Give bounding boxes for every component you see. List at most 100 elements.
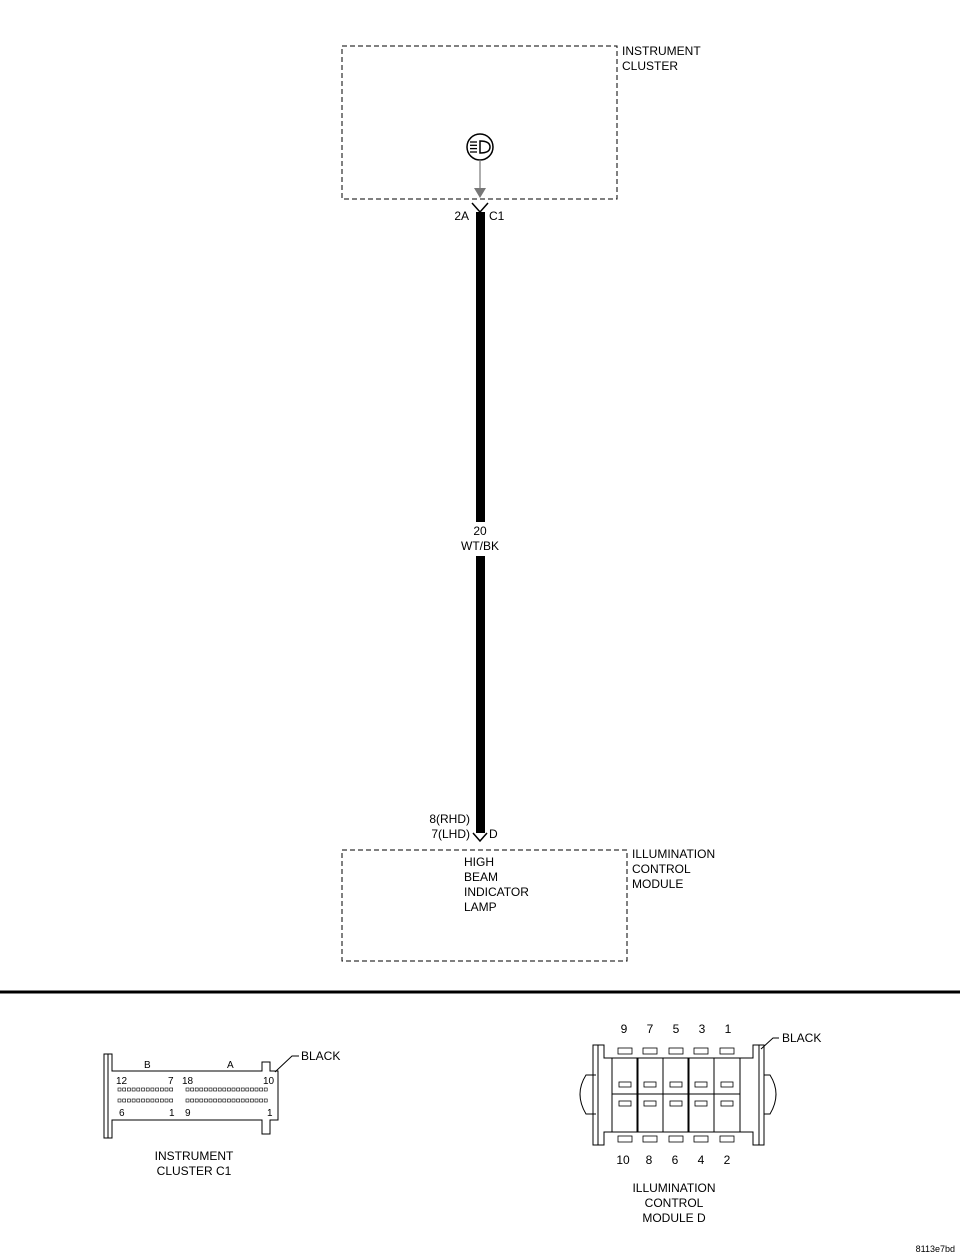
connector-d-bottom-pin-label: 10 (616, 1153, 630, 1167)
instrument-cluster-label-line2: CLUSTER (622, 59, 678, 73)
c1-pin-cavity (204, 1087, 208, 1092)
instrument-cluster-label-line1: INSTRUMENT (622, 44, 701, 58)
connector-d-top-pin-label: 9 (621, 1022, 628, 1036)
connector-d-terminal (618, 1100, 632, 1107)
c1-pin-cavity (169, 1098, 173, 1103)
c1-pin-cavity (145, 1087, 150, 1092)
connector-d-latch-tab (668, 1135, 684, 1143)
c1-pin-cavity (236, 1098, 240, 1103)
c1-row-b-label: B (144, 1060, 151, 1071)
connector-c1-face: B A 12 7 18 10 6 1 9 1 BLACK INSTRUMENT … (103, 1049, 340, 1178)
connector-d-cavity-top (636, 1057, 664, 1095)
c1-pin-cavity (185, 1087, 190, 1092)
wire-top-pin-label: 2A (454, 209, 469, 223)
connector-d-left-ear (579, 1074, 596, 1115)
top-connector-chevron (471, 202, 489, 214)
wire-circuit: 2A C1 20 WT/BK 8(RHD) 7(LHD) D (429, 202, 505, 843)
c1-pin-cavity (236, 1087, 240, 1092)
c1-pin-cavity (245, 1087, 250, 1092)
c1-pin-1-left-label: 1 (169, 1108, 175, 1119)
c1-pin-cavity (169, 1087, 173, 1092)
lamp-label-line3: INDICATOR (464, 885, 529, 899)
instrument-cluster-box (341, 45, 618, 200)
c1-pin-cavity (213, 1098, 217, 1103)
connector-d-terminal (643, 1100, 657, 1107)
lamp-label-line1: HIGH (464, 855, 494, 869)
c1-pin-10-label: 10 (263, 1076, 275, 1087)
connector-d-latch-tab (668, 1047, 684, 1055)
connector-d-cavity-top (687, 1057, 715, 1095)
c1-pin-cavity (222, 1087, 227, 1092)
c1-color-leader (274, 1055, 299, 1073)
c1-pin-cavity (127, 1087, 131, 1092)
connector-d-cavity-bottom (713, 1093, 741, 1133)
d-caption-line2: CONTROL (645, 1196, 704, 1210)
c1-pin-cavity (208, 1087, 213, 1092)
c1-pin-cavity (263, 1098, 268, 1103)
c1-pin-cavity (190, 1098, 194, 1103)
connector-c1-pin-grid (117, 1087, 268, 1103)
c1-pin-cavity (240, 1087, 245, 1092)
c1-pin-cavity (131, 1098, 136, 1103)
c1-pin-cavity (141, 1087, 145, 1092)
wire-bottom-pin-rhd-label: 8(RHD) (429, 812, 470, 826)
connector-d-cavity-bottom (662, 1093, 690, 1133)
illumination-module-label-line1: ILLUMINATION (632, 847, 715, 861)
connector-d-latch-tab (719, 1047, 735, 1055)
c1-pin-cavity (254, 1098, 259, 1103)
wire-top-connector-label: C1 (489, 209, 505, 223)
connector-d-bottom-pin-label: 4 (698, 1153, 705, 1167)
lamp-label-line2: BEAM (464, 870, 498, 884)
c1-pin-cavity (160, 1098, 164, 1103)
connector-d-bottom-pin-label: 6 (672, 1153, 679, 1167)
illumination-module-box (341, 849, 628, 962)
wire-upper-segment (476, 212, 485, 522)
c1-pin-cavity (213, 1087, 217, 1092)
illumination-control-module-component: ILLUMINATION CONTROL MODULE HIGH BEAM IN… (341, 847, 715, 962)
c1-pin-cavity (245, 1098, 250, 1103)
c1-pin-cavity (254, 1087, 259, 1092)
c1-pin-cavity (160, 1087, 164, 1092)
c1-pin-cavity (259, 1098, 263, 1103)
c1-pin-cavity (145, 1098, 150, 1103)
wire-color-code-label: WT/BK (461, 539, 499, 553)
c1-pin-cavity (199, 1098, 204, 1103)
c1-pin-cavity (127, 1098, 131, 1103)
illumination-module-label-line2: CONTROL (632, 862, 691, 876)
connector-d-terminal (720, 1100, 734, 1107)
d-color-leader (760, 1037, 779, 1050)
instrument-cluster-component: INSTRUMENT CLUSTER (341, 44, 701, 200)
c1-caption-line2: CLUSTER C1 (157, 1164, 232, 1178)
c1-pin-cavity (227, 1087, 231, 1092)
c1-pin-cavity (208, 1098, 213, 1103)
c1-pin-cavity (185, 1098, 190, 1103)
lamp-ground-arrow (474, 160, 486, 198)
c1-pin-9-label: 9 (185, 1108, 191, 1119)
connector-d-top-pin-label: 3 (699, 1022, 706, 1036)
connector-d-latch-tab (617, 1135, 633, 1143)
c1-pin-cavity (231, 1087, 236, 1092)
c1-pin-cavity (250, 1098, 254, 1103)
c1-pin-cavity (117, 1098, 122, 1103)
c1-pin-cavity (122, 1098, 126, 1103)
connector-d-top-pin-label: 7 (647, 1022, 654, 1036)
connector-d-terminal (669, 1081, 683, 1088)
c1-pin-cavity (164, 1098, 169, 1103)
wire-lower-segment (476, 556, 485, 833)
connector-d-terminal (720, 1081, 734, 1088)
connector-d-terminal (694, 1100, 708, 1107)
c1-pin-cavity (250, 1087, 254, 1092)
c1-pin-cavity (217, 1098, 222, 1103)
c1-pin-cavity (190, 1087, 194, 1092)
c1-pin-cavity (164, 1087, 169, 1092)
c1-pin-cavity (141, 1098, 145, 1103)
connector-d-top-pin-label: 1 (725, 1022, 732, 1036)
connector-d-outline (592, 1044, 765, 1146)
wire-gauge-label: 20 (473, 524, 487, 538)
c1-row-a-label: A (227, 1060, 234, 1071)
c1-caption-line1: INSTRUMENT (155, 1149, 234, 1163)
c1-pin-cavity (240, 1098, 245, 1103)
c1-color-label: BLACK (301, 1049, 340, 1063)
